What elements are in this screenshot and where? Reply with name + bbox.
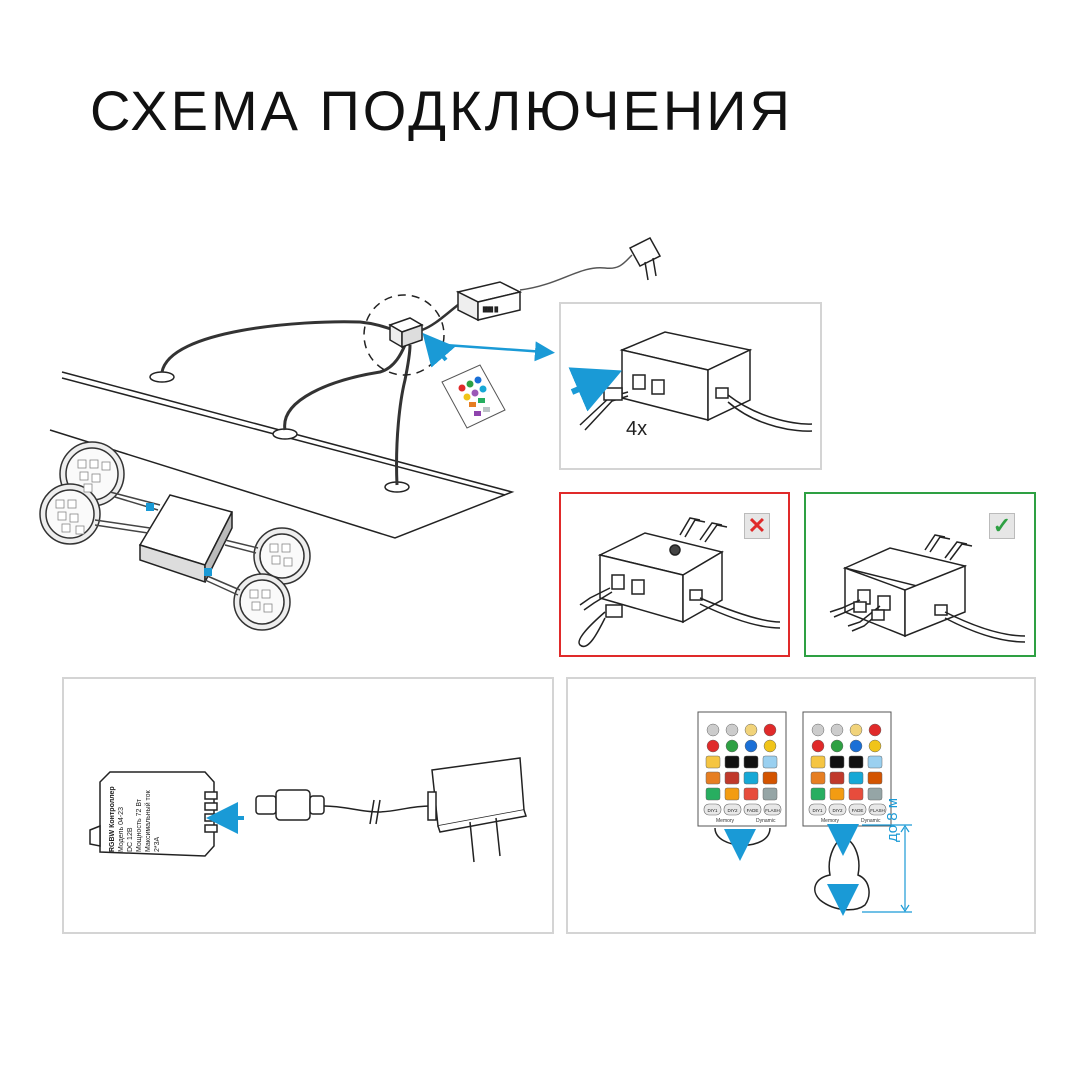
- distance-label: до 8 м: [884, 797, 901, 842]
- remote-button: [706, 739, 720, 753]
- connector-count-label: 4x: [626, 418, 648, 440]
- remote-button: [867, 755, 883, 769]
- svg-text:FADE: FADE: [852, 808, 864, 813]
- remote-caption-memory: Memory: [821, 818, 840, 824]
- remote-button: [868, 739, 882, 753]
- remote-button: [811, 723, 825, 737]
- svg-text:DIY1: DIY1: [812, 808, 823, 813]
- remote-button: [848, 755, 864, 769]
- insert-arrow: [568, 367, 623, 412]
- remote-button: [744, 723, 758, 737]
- correct-mark-icon: ✓: [989, 513, 1015, 539]
- svg-text:▯▯▯ ▯: ▯▯▯ ▯: [483, 307, 498, 313]
- cables: [160, 320, 412, 486]
- distance-bracket: [862, 824, 912, 913]
- remote-caption-dynamic: Dynamic: [861, 818, 881, 824]
- svg-text:DIY2: DIY2: [727, 808, 738, 813]
- splitter-box-small: [388, 317, 424, 349]
- remote-mode-button: DIY2: [723, 803, 742, 816]
- remote-button: [763, 739, 777, 753]
- remote-button: [763, 723, 777, 737]
- remote-mode-button: FADE: [848, 803, 867, 816]
- remote-button: [705, 771, 721, 785]
- led-chips: [55, 459, 293, 613]
- junction-wires: [94, 491, 259, 596]
- dc-plug: [255, 789, 325, 821]
- controller-wire: [421, 304, 459, 332]
- remote-button: [706, 723, 720, 737]
- connector-marker: [204, 568, 212, 576]
- panel-remote-range: [566, 677, 1036, 934]
- remote-small-icon: [441, 364, 506, 429]
- power-plug-icon: [628, 237, 662, 281]
- svg-text:DIY1: DIY1: [707, 808, 718, 813]
- page-title: СХЕМА ПОДКЛЮЧЕНИЯ: [90, 79, 793, 142]
- remote-button: [810, 787, 826, 801]
- remote-button: [849, 723, 863, 737]
- remote-caption-memory: Memory: [716, 818, 735, 824]
- remote-mode-button: DIY2: [828, 803, 847, 816]
- remote-button: [848, 771, 864, 785]
- remote-mode-button: DIY1: [703, 803, 722, 816]
- remote-button: [829, 771, 845, 785]
- remote-mode-button: FLASH: [763, 803, 782, 816]
- remote-button: [705, 787, 721, 801]
- remote-button: [810, 755, 826, 769]
- remote-button: [762, 787, 778, 801]
- remote-caption-dynamic: Dynamic: [756, 818, 776, 824]
- remote-button: [848, 787, 864, 801]
- remote-button: [762, 755, 778, 769]
- remote-button: [867, 771, 883, 785]
- remote-button: [705, 755, 721, 769]
- remote-button: [724, 755, 740, 769]
- remote-button: [867, 787, 883, 801]
- remote-button: [829, 755, 845, 769]
- wrong-mark-icon: ✕: [744, 513, 770, 539]
- remote-button: [724, 771, 740, 785]
- remote-button: [724, 787, 740, 801]
- remote-button: [725, 739, 739, 753]
- zoom-arrow: [444, 341, 555, 362]
- connector-marker: [146, 503, 154, 511]
- svg-text:DIY2: DIY2: [832, 808, 843, 813]
- remote-button: [743, 771, 759, 785]
- svg-text:FADE: FADE: [747, 808, 759, 813]
- remote-button: [868, 723, 882, 737]
- remote-mode-button: FADE: [743, 803, 762, 816]
- remote-button: [743, 787, 759, 801]
- svg-text:FLASH: FLASH: [765, 808, 780, 813]
- remote-mode-button: DIY1: [808, 803, 827, 816]
- power-cord: [519, 254, 633, 291]
- remote-button: [830, 739, 844, 753]
- ir-arrow: [422, 332, 456, 368]
- remote-button: [762, 771, 778, 785]
- remote-mode-button: FLASH: [868, 803, 887, 816]
- remote-button: [811, 739, 825, 753]
- remote-button: [849, 739, 863, 753]
- remote-button: [743, 755, 759, 769]
- svg-text:FLASH: FLASH: [870, 808, 885, 813]
- remote-button: [829, 787, 845, 801]
- controller-box-top: ▯▯▯ ▯: [455, 281, 523, 322]
- remote-button: [744, 739, 758, 753]
- power-adapter-icon: [427, 757, 527, 863]
- remote-button: [725, 723, 739, 737]
- remote-button: [830, 723, 844, 737]
- junction-box: [138, 494, 234, 584]
- remote-button: [810, 771, 826, 785]
